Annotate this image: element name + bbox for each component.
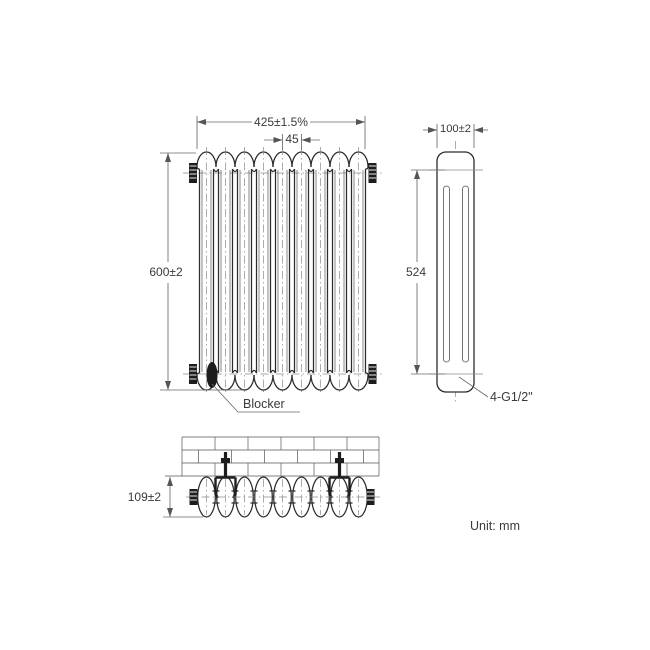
side-view-body xyxy=(436,151,475,393)
front-view-radiator xyxy=(183,147,382,395)
blocker-plug xyxy=(206,362,218,388)
width-dimension-label: 425±1.5% xyxy=(254,115,308,129)
annotations: 425±1.5% 45 600±2 100±2 524 4-G1/2" Bloc… xyxy=(128,115,533,533)
plan-depth-dimension-label: 109±2 xyxy=(128,490,162,504)
connection-leader-line xyxy=(458,376,489,398)
dimension-lines xyxy=(160,116,489,518)
tapping-dimension-label: 524 xyxy=(406,265,426,279)
side-view-channel-right xyxy=(462,185,469,363)
depth-dimension-label: 100±2 xyxy=(440,123,471,135)
front-top-left-plug xyxy=(189,163,197,183)
plan-view-radiator-and-wall xyxy=(165,436,381,518)
blocker-label: Blocker xyxy=(243,397,285,411)
height-dimension-label: 600±2 xyxy=(149,265,183,279)
unit-note: Unit: mm xyxy=(470,519,520,533)
wall-bracket-pin xyxy=(335,452,344,478)
side-view-channel-left xyxy=(443,185,450,363)
plan-right-plug xyxy=(366,489,375,505)
wall-section xyxy=(165,436,380,477)
side-view-radiator xyxy=(429,141,483,403)
blocker-leader-line xyxy=(211,383,300,413)
front-bottom-left-plug xyxy=(189,364,197,384)
connection-size-label: 4-G1/2" xyxy=(490,390,533,404)
wall-bracket-pin xyxy=(221,452,230,478)
front-bottom-right-plug xyxy=(368,364,377,384)
front-top-right-plug xyxy=(368,163,377,183)
plan-left-plug xyxy=(189,489,198,505)
pitch-dimension-label: 45 xyxy=(285,132,299,146)
